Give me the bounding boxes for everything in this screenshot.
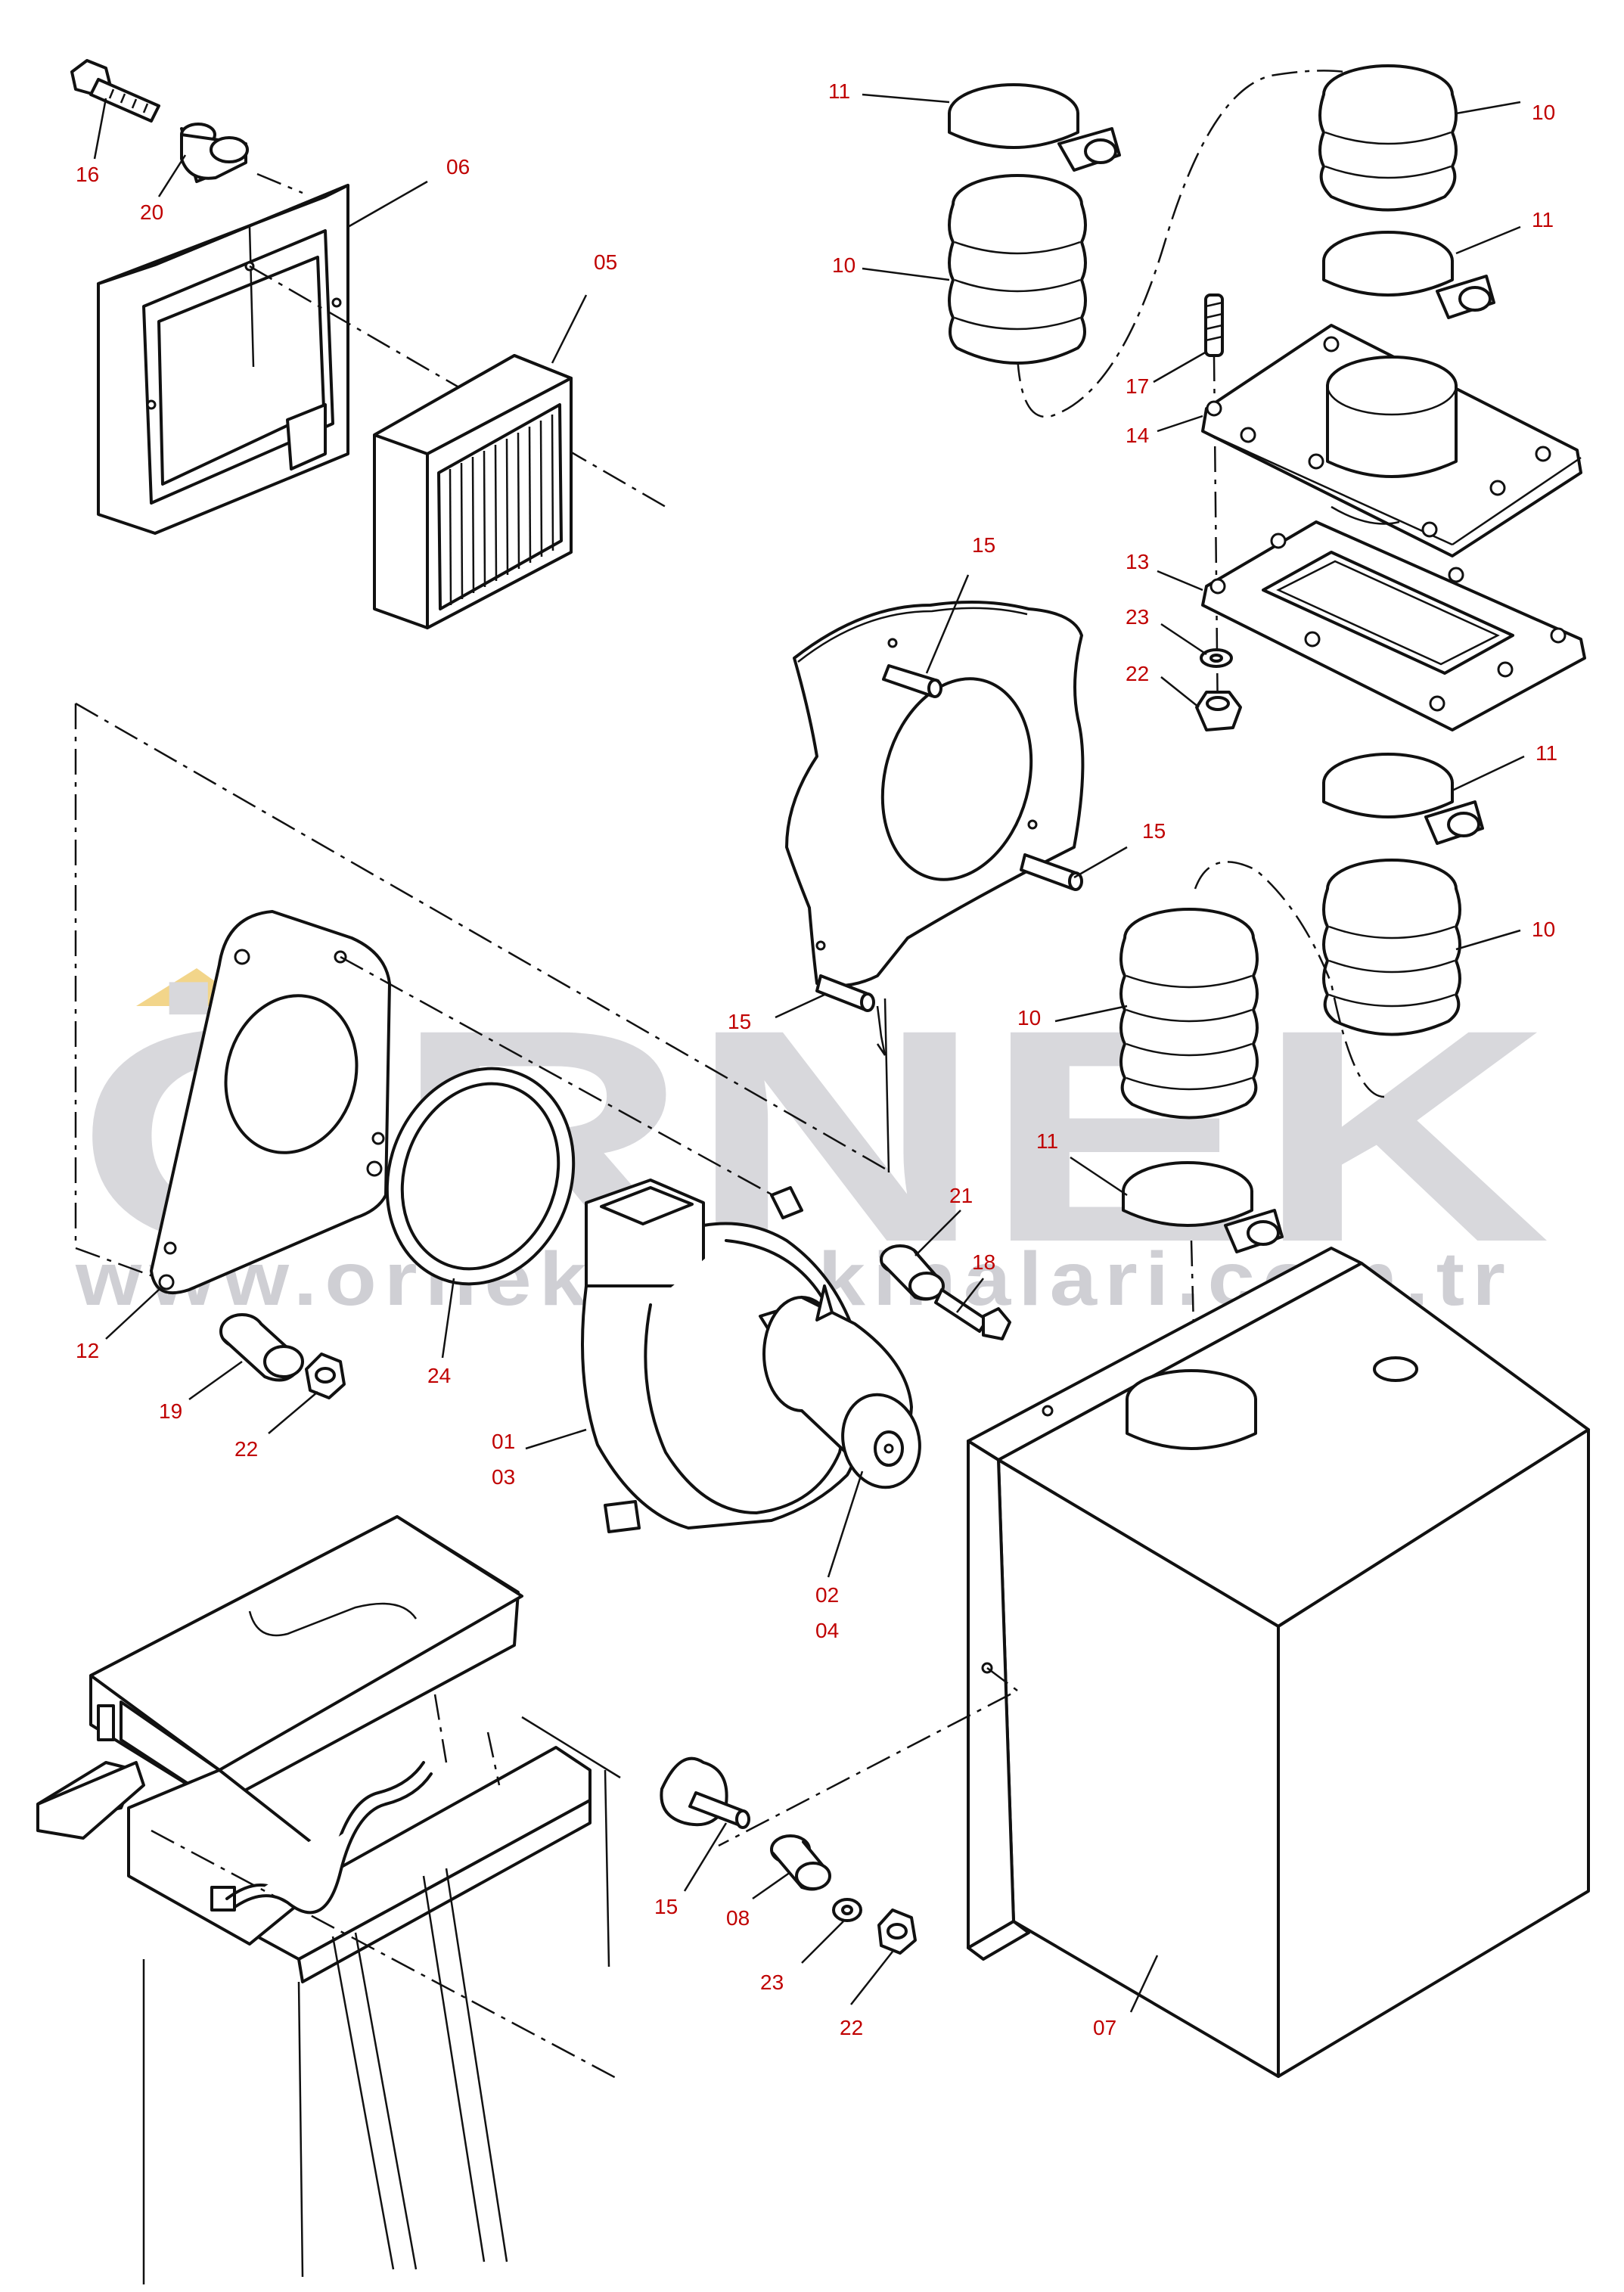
callout-20: 20 <box>140 200 163 224</box>
callout-17: 17 <box>1126 374 1149 398</box>
callout-10-c: 10 <box>1532 918 1555 941</box>
spacer-19 <box>219 1313 304 1382</box>
callout-07: 07 <box>1093 2016 1116 2039</box>
stud-17 <box>1204 293 1224 357</box>
hose-10-top-left <box>948 174 1087 365</box>
tank-07 <box>967 1247 1590 2078</box>
gasket-24 <box>385 1067 576 1286</box>
bolt-16 <box>70 59 160 123</box>
callout-06: 06 <box>446 155 470 179</box>
callout-10-b: 10 <box>832 253 855 277</box>
machine-cabinet <box>36 1515 621 2284</box>
callout-15-c: 15 <box>728 1010 751 1033</box>
callout-22-a: 22 <box>1126 662 1149 685</box>
callout-03: 03 <box>492 1465 515 1489</box>
stud-15-b <box>1020 853 1083 891</box>
stud-15-a <box>882 664 942 698</box>
callout-19: 19 <box>159 1399 182 1423</box>
collar-14 <box>1326 356 1458 478</box>
callout-11-a: 11 <box>828 79 850 103</box>
callout-21: 21 <box>949 1184 973 1207</box>
clamp-11-mid-right <box>1322 753 1484 845</box>
gasket-13 <box>1201 520 1586 731</box>
nut-22-bottom <box>877 1908 917 1955</box>
callout-01: 01 <box>492 1430 515 1453</box>
bolt-18 <box>934 1288 1011 1340</box>
callout-15-a: 15 <box>972 533 995 557</box>
callout-11-c: 11 <box>1536 741 1557 765</box>
stud-15-bottom <box>660 1756 750 1829</box>
callout-02: 02 <box>815 1583 839 1607</box>
motor-02 <box>759 1284 921 1489</box>
callout-22-c: 22 <box>840 2016 863 2039</box>
stud-15-c <box>815 974 875 1012</box>
hose-path-lower <box>1194 861 1385 1098</box>
callout-18: 18 <box>972 1250 995 1274</box>
callout-11-d: 11 <box>1036 1129 1058 1153</box>
axis-07-bolt <box>718 1667 1020 1847</box>
hose-10-top-right <box>1318 64 1458 212</box>
spacer-20 <box>180 123 249 183</box>
callout-08: 08 <box>726 1906 750 1930</box>
callout-15-d: 15 <box>654 1895 678 1918</box>
callout-10-a: 10 <box>1532 101 1555 124</box>
callout-labels: 16 20 06 05 11 10 10 11 17 14 13 23 22 1… <box>76 79 1557 2039</box>
collar-14-bottom <box>1331 505 1400 525</box>
spacer-08 <box>770 1834 831 1891</box>
mounting-plate-bracket <box>876 1005 887 1056</box>
callout-14: 14 <box>1126 424 1149 447</box>
mounting-plate <box>785 601 1085 988</box>
callout-24: 24 <box>427 1364 451 1387</box>
callout-10-d: 10 <box>1017 1006 1041 1030</box>
hose-10-mid-center <box>1119 908 1259 1120</box>
clamp-11-top-left <box>948 83 1121 172</box>
washer-23-top <box>1200 648 1233 668</box>
axis-11-07 <box>1190 1240 1197 1385</box>
callout-23-a: 23 <box>1126 605 1149 629</box>
clamp-11-top-right <box>1322 231 1495 319</box>
hose-10-mid-right <box>1322 859 1461 1036</box>
flange-plate-12 <box>150 910 391 1294</box>
callout-15-b: 15 <box>1142 819 1166 843</box>
callout-23-b: 23 <box>760 1971 784 1994</box>
callout-13: 13 <box>1126 550 1149 573</box>
washer-23-bottom <box>832 1898 862 1922</box>
axis-left-frame <box>74 703 160 1280</box>
axis-left-top <box>75 702 886 1170</box>
axis-12-fan <box>340 955 787 1204</box>
filter-housing-06 <box>97 184 349 535</box>
callout-22-b: 22 <box>234 1437 258 1461</box>
callout-12: 12 <box>76 1339 99 1362</box>
clamp-11-lower <box>1122 1161 1284 1253</box>
spacer-21 <box>880 1244 945 1301</box>
leader-lines <box>93 93 1525 2013</box>
callout-05: 05 <box>594 250 617 274</box>
filter-05 <box>373 354 573 629</box>
callout-04: 04 <box>815 1619 839 1642</box>
callout-16: 16 <box>76 163 99 186</box>
nut-22-left <box>305 1353 346 1399</box>
nut-22-top <box>1195 691 1242 731</box>
callout-11-b: 11 <box>1532 208 1554 231</box>
hose-path-upper <box>1016 70 1385 418</box>
axis-06 <box>256 172 303 194</box>
mounting-plate-edge <box>883 998 890 1173</box>
